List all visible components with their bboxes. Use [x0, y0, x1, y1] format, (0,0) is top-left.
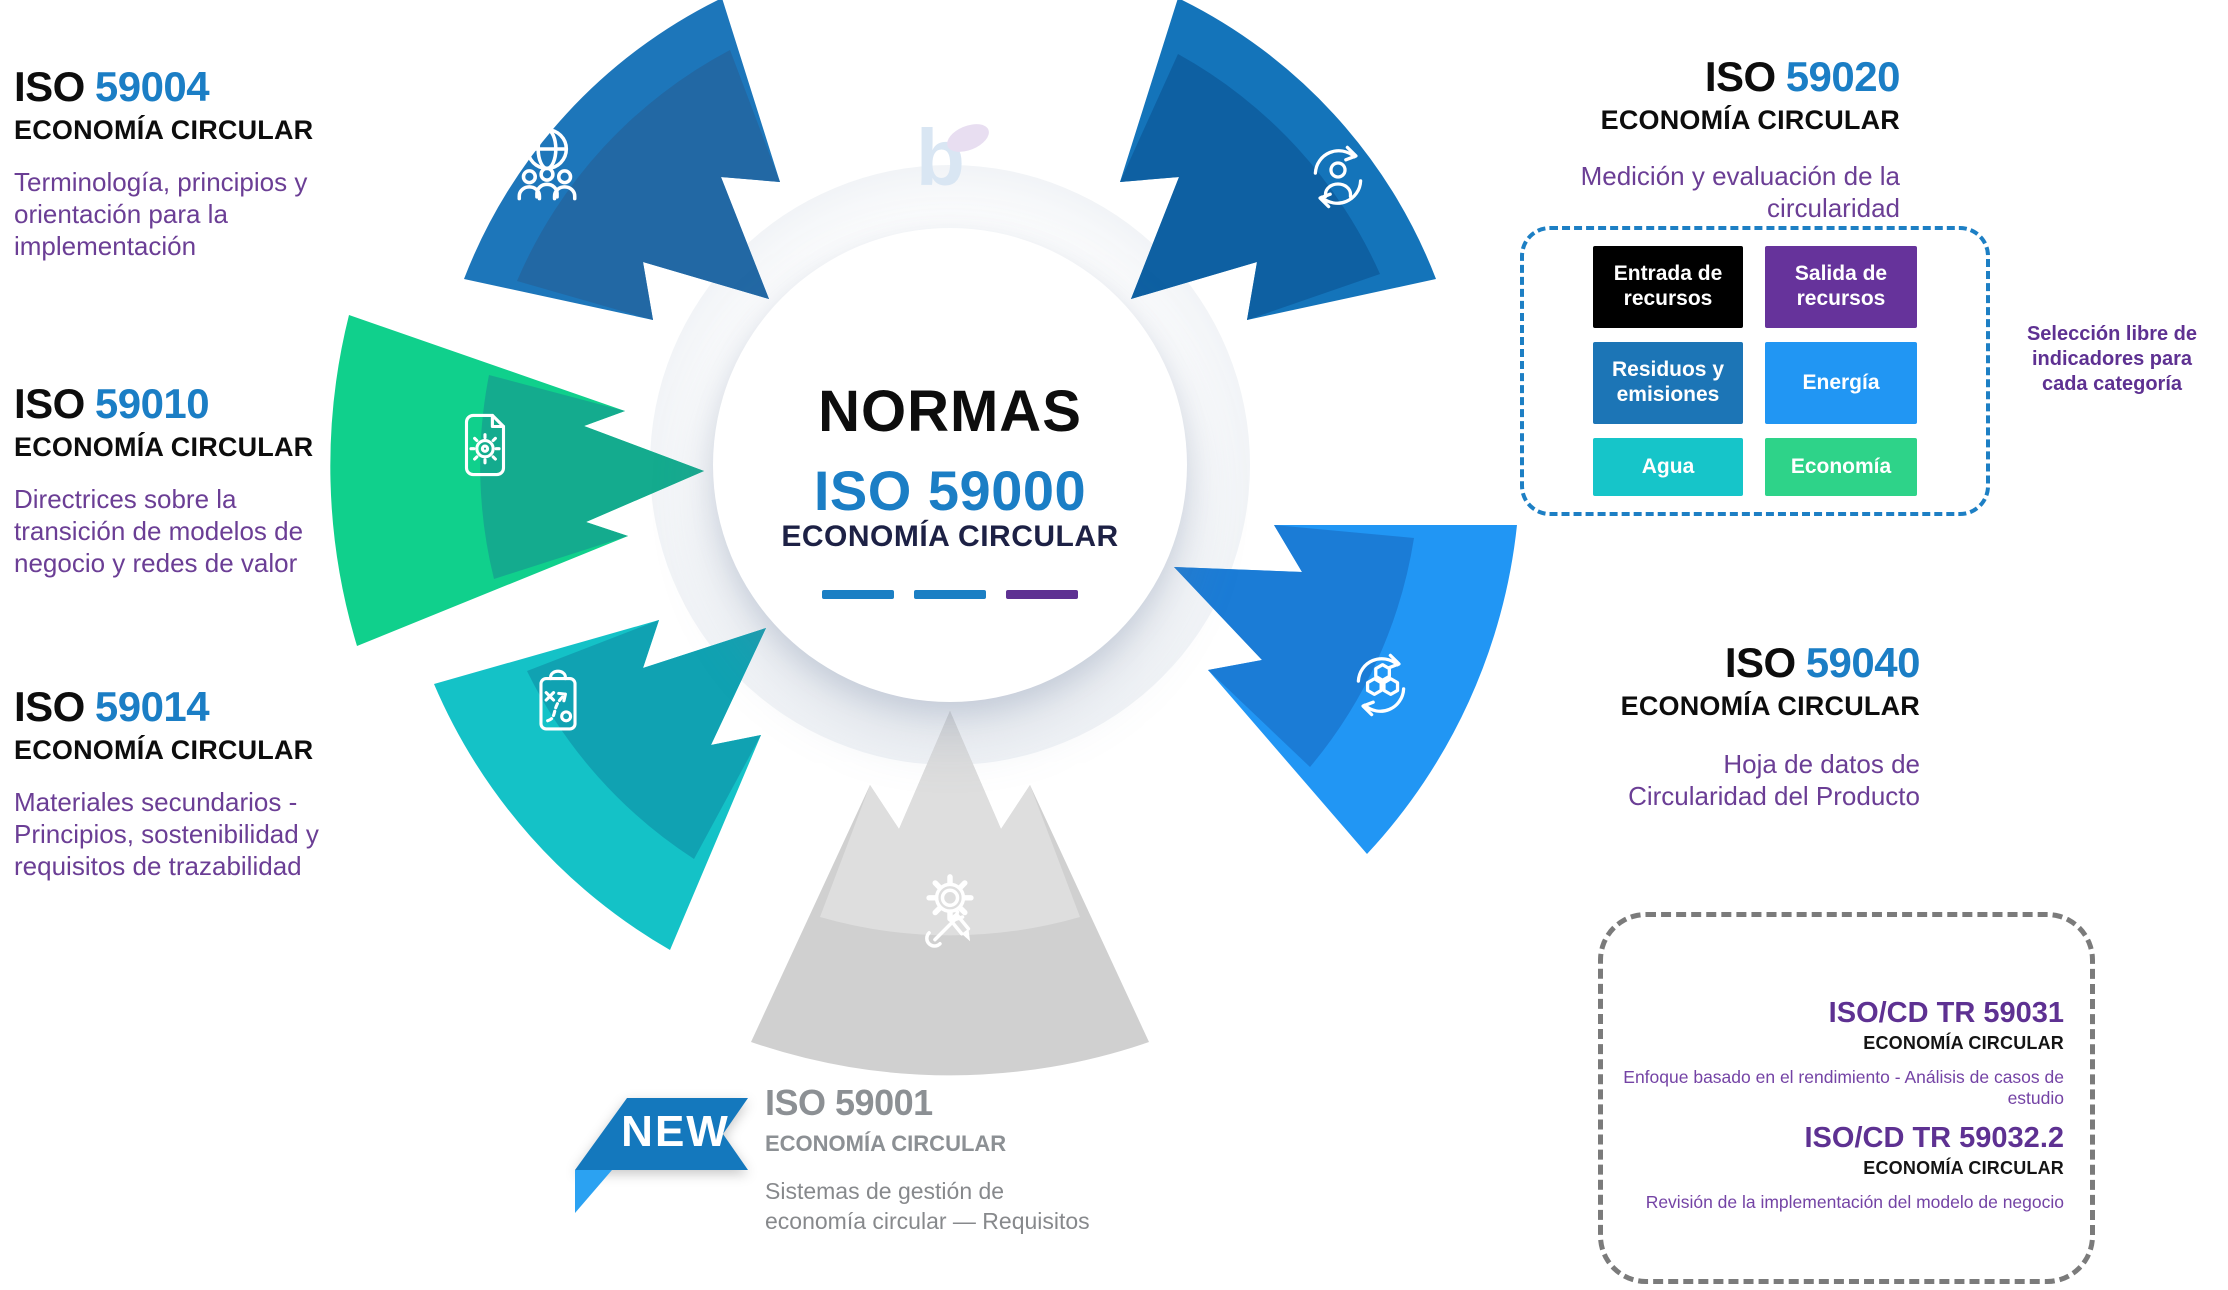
standard-prefix: ISO — [14, 683, 85, 730]
standard-number: 59020 — [1785, 53, 1901, 100]
dash-1 — [822, 590, 894, 599]
wedge-left-shade — [480, 375, 704, 579]
standard-number: 59001 — [835, 1082, 933, 1123]
chip-energia: Energía — [1765, 342, 1917, 424]
standard-number: 59004 — [94, 63, 210, 110]
standard-description: Medición y evaluación de la circularidad — [1580, 161, 1900, 224]
strategy-clipboard-icon — [539, 669, 577, 731]
standard-prefix: ISO — [14, 63, 85, 110]
center-circle — [713, 228, 1187, 702]
new-ribbon — [575, 1098, 748, 1170]
standard-prefix: ISO — [14, 380, 85, 427]
indicator-selection-box: Entrada de recursos Salida de recursos R… — [1520, 226, 1990, 516]
standard-description: Directrices sobre la transición de model… — [14, 484, 304, 579]
standard-category: ECONOMÍA CIRCULAR — [14, 735, 314, 765]
draft-standards-box: ISO/CD TR 59031 ECONOMÍA CIRCULAR Enfoqu… — [1598, 912, 2095, 1284]
indicator-note: Selección libre de indicadores para cada… — [2026, 323, 2198, 395]
standard-description: Materiales secundarios - Principios, sos… — [14, 787, 319, 882]
wedge-top-left-shade — [517, 50, 780, 320]
standard-prefix: ISO — [1724, 639, 1796, 686]
chip-economia: Economía — [1765, 438, 1917, 496]
draft-code: ISO/CD TR 59031 — [1828, 997, 2064, 1029]
wedge-bottom-shade — [820, 711, 1080, 936]
draft-iso-cd-tr-59031: ISO/CD TR 59031 ECONOMÍA CIRCULAR Enfoqu… — [1623, 997, 2064, 1109]
standard-description: Sistemas de gestión de economía circular… — [765, 1178, 1090, 1235]
center-category: ECONOMÍA CIRCULAR — [781, 520, 1119, 553]
standard-number: 59014 — [94, 683, 210, 730]
center-dashes — [822, 590, 1078, 599]
chip-residuos-y-emisiones: Residuos y emisiones — [1593, 342, 1743, 424]
standard-description: Hoja de datos de Circularidad del Produc… — [1628, 749, 1920, 812]
draft-category: ECONOMÍA CIRCULAR — [1863, 1033, 2064, 1053]
globe-community-icon — [517, 127, 577, 201]
wedge-top-right-shade — [1120, 54, 1380, 320]
standard-category: ECONOMÍA CIRCULAR — [1620, 691, 1920, 721]
draft-code: ISO/CD TR 59032.2 — [1804, 1122, 2065, 1154]
standard-prefix: ISO — [1704, 53, 1776, 100]
gear-tools-icon — [925, 874, 974, 948]
standard-iso-59001: ISO 59001 ECONOMÍA CIRCULAR Sistemas de … — [765, 1082, 1185, 1237]
draft-iso-cd-tr-59032-2: ISO/CD TR 59032.2 ECONOMÍA CIRCULAR Revi… — [1623, 1122, 2064, 1213]
dash-2 — [914, 590, 986, 599]
standard-number: 59010 — [94, 380, 210, 427]
draft-description: Revisión de la implementación del modelo… — [1645, 1192, 2064, 1212]
user-cycle-icon — [1313, 145, 1363, 209]
standard-category: ECONOMÍA CIRCULAR — [765, 1131, 1007, 1156]
center-code: ISO 59000 — [813, 459, 1087, 522]
center-title-block: NORMAS ISO 59000 ECONOMÍA CIRCULAR — [713, 228, 1187, 702]
draft-category: ECONOMÍA CIRCULAR — [1863, 1158, 2064, 1178]
brand-watermark: b — [916, 118, 996, 208]
chip-agua: Agua — [1593, 438, 1743, 496]
new-ribbon-fold — [575, 1170, 612, 1213]
standard-prefix: ISO — [765, 1082, 826, 1123]
center-kicker: NORMAS — [818, 379, 1082, 444]
standard-title: ISO 59001 — [765, 1082, 1185, 1124]
wedge-right-shade — [1174, 525, 1414, 767]
molecule-cycle-icon — [1356, 653, 1406, 717]
draft-description: Enfoque basado en el rendimiento - Análi… — [1623, 1067, 2064, 1108]
standard-category: ECONOMÍA CIRCULAR — [14, 432, 314, 462]
dash-3 — [1006, 590, 1078, 599]
standard-category: ECONOMÍA CIRCULAR — [14, 115, 314, 145]
wedge-bottom-left-shade — [527, 620, 766, 859]
chip-salida-de-recursos: Salida de recursos — [1765, 246, 1917, 328]
chip-entrada-de-recursos: Entrada de recursos — [1593, 246, 1743, 328]
standard-category: ECONOMÍA CIRCULAR — [1600, 105, 1900, 135]
new-badge: NEW — [621, 1107, 730, 1156]
document-gear-icon — [464, 413, 506, 477]
standard-number: 59040 — [1805, 639, 1921, 686]
standard-description: Terminología, principios y orientación p… — [14, 167, 308, 262]
